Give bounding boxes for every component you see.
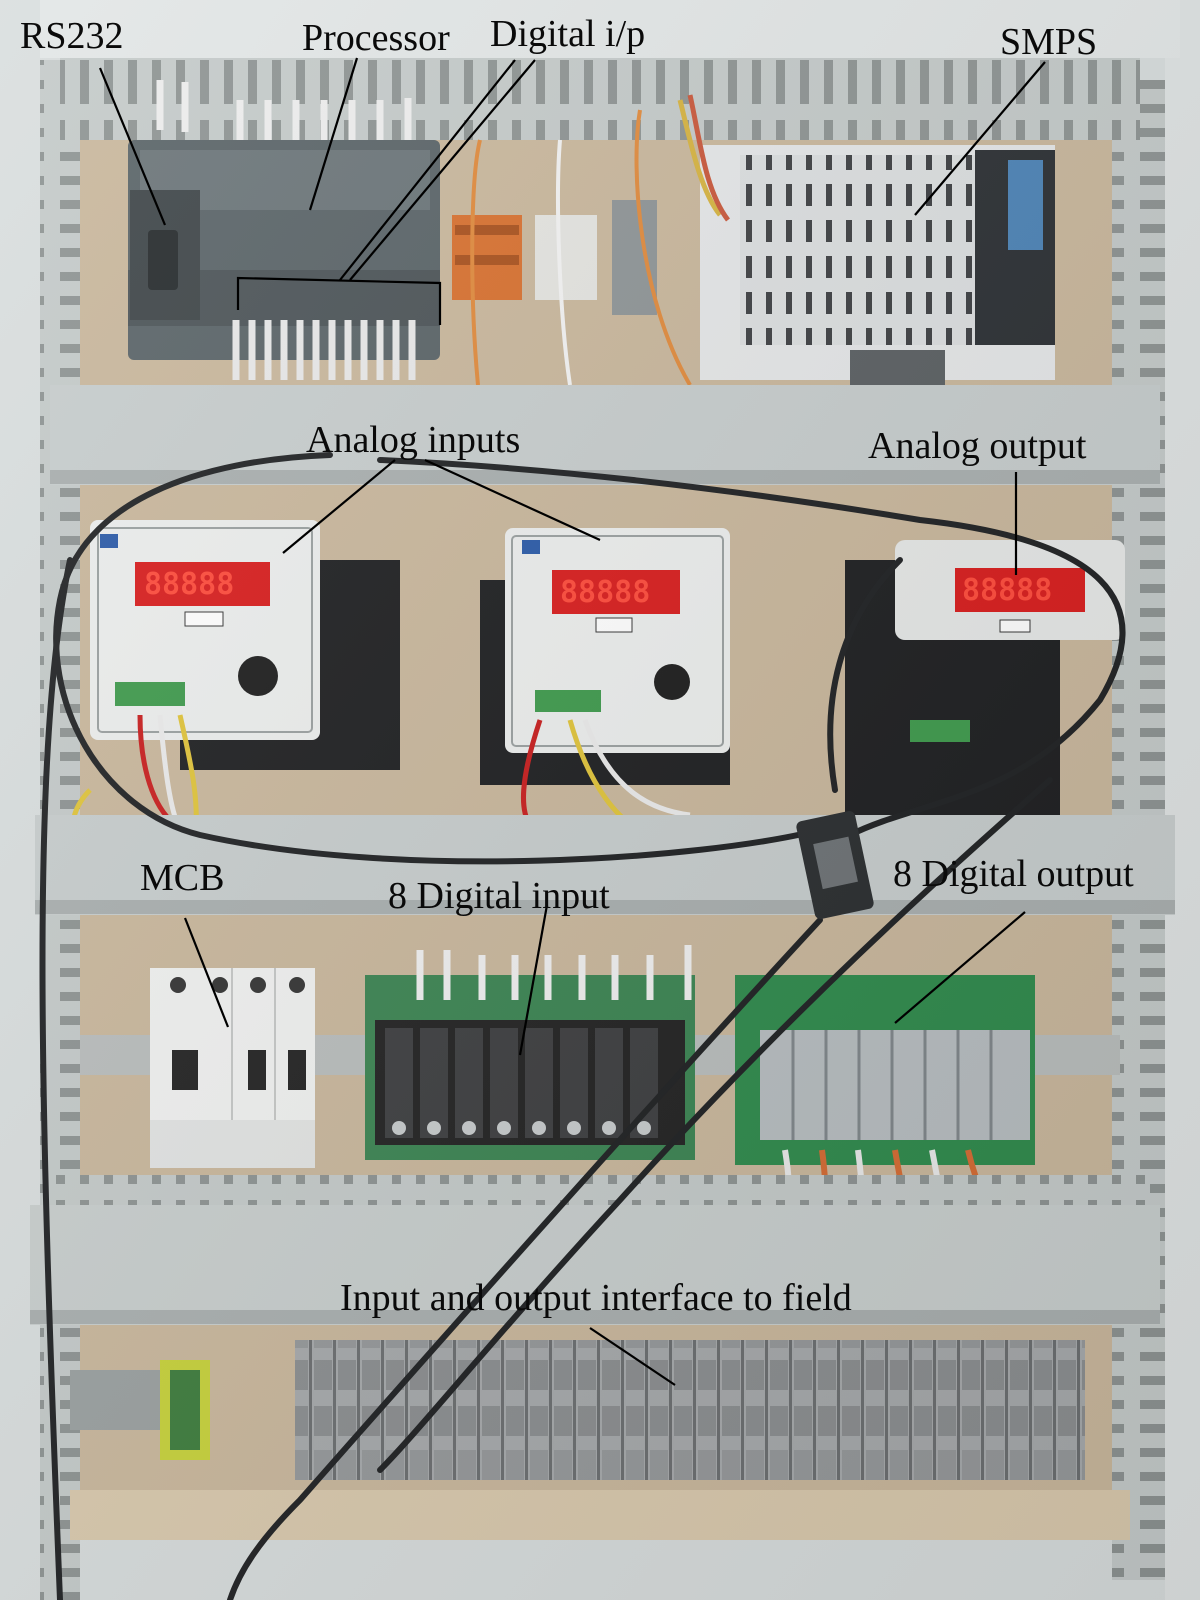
- analog-inputs-pointer-1: [282, 459, 396, 554]
- rs232-pointer: [98, 67, 167, 226]
- smps-pointer: [914, 61, 1046, 216]
- analog-inputs-pointer-2: [424, 458, 601, 542]
- digital-ip-pointer-1: [339, 59, 516, 281]
- processor-pointer: [308, 57, 359, 211]
- label-rs232: RS232: [20, 15, 123, 57]
- digital-ip-pointer-2: [349, 59, 536, 281]
- mcb-pointer: [183, 917, 230, 1028]
- label-digital-output: 8 Digital output: [893, 853, 1134, 895]
- label-analog-output: Analog output: [868, 425, 1087, 467]
- label-digital-ip: Digital i/p: [490, 13, 645, 55]
- digital-input-pointer: [518, 904, 549, 1056]
- callout-lines: [98, 57, 1046, 1386]
- digital-ip-bracket: [236, 276, 442, 325]
- label-analog-inputs: Analog inputs: [306, 419, 520, 461]
- label-field-interface: Input and output interface to field: [340, 1277, 852, 1319]
- digital-output-pointer: [894, 911, 1026, 1024]
- field-interface-pointer: [589, 1327, 676, 1386]
- label-mcb: MCB: [140, 857, 224, 899]
- label-smps: SMPS: [1000, 21, 1097, 63]
- label-processor: Processor: [302, 17, 450, 59]
- label-digital-input: 8 Digital input: [388, 875, 610, 917]
